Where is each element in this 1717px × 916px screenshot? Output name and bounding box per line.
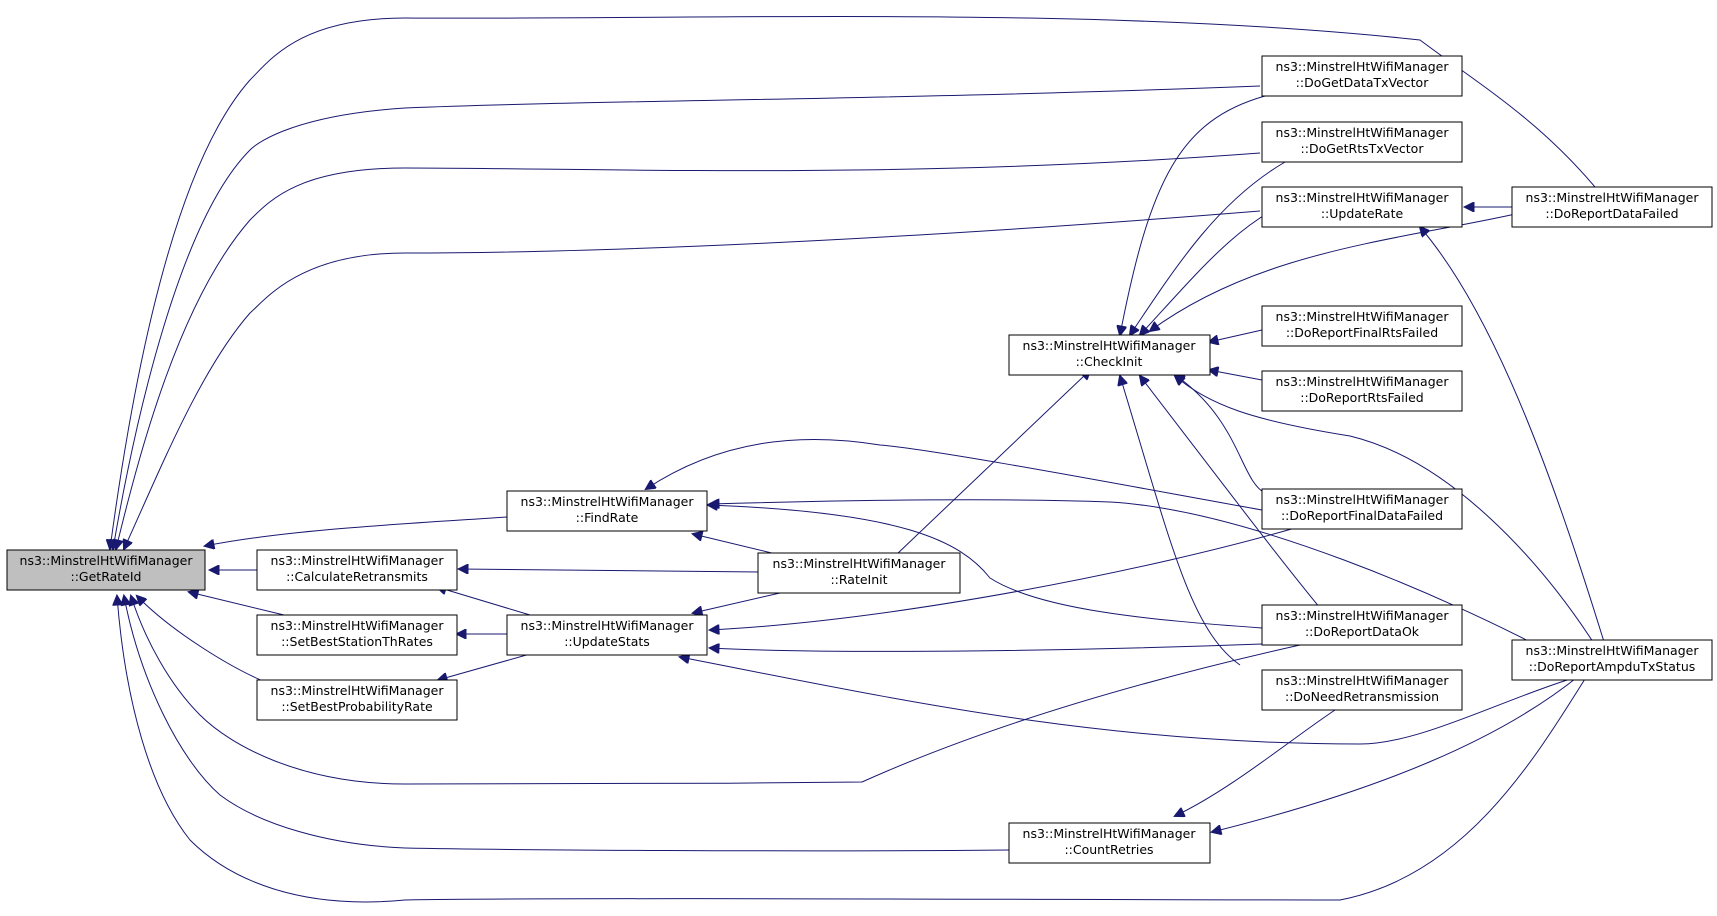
node-doreportfinaldatafailed[interactable]: ns3::MinstrelHtWifiManager ::DoReportFin… [1261,488,1463,530]
edge-doreportfinaldatafailed-checkinit [1175,375,1266,494]
svg-text:ns3::MinstrelHtWifiManager: ns3::MinstrelHtWifiManager [773,556,947,571]
svg-text:::SetBestStationThRates: ::SetBestStationThRates [281,634,433,649]
node-setbestprobabilityrate[interactable]: ns3::MinstrelHtWifiManager ::SetBestProb… [256,679,458,721]
edge-doneedretransmission-countretries [1175,709,1336,816]
svg-text:ns3::MinstrelHtWifiManager: ns3::MinstrelHtWifiManager [1023,338,1197,353]
node-calculateretransmits[interactable]: ns3::MinstrelHtWifiManager ::CalculateRe… [256,549,458,591]
svg-text:::DoReportFinalDataFailed: ::DoReportFinalDataFailed [1281,508,1443,523]
svg-text:ns3::MinstrelHtWifiManager: ns3::MinstrelHtWifiManager [1526,643,1700,658]
svg-text:ns3::MinstrelHtWifiManager: ns3::MinstrelHtWifiManager [1276,673,1450,688]
svg-text:ns3::MinstrelHtWifiManager: ns3::MinstrelHtWifiManager [521,494,695,509]
svg-text:::UpdateRate: ::UpdateRate [1321,206,1404,221]
svg-text:::DoReportFinalRtsFailed: ::DoReportFinalRtsFailed [1286,325,1438,340]
node-doreportrtsfailed[interactable]: ns3::MinstrelHtWifiManager ::DoReportRts… [1261,370,1463,412]
svg-text:::FindRate: ::FindRate [576,510,639,525]
edge-findrate-getrateid [205,516,508,546]
svg-text:ns3::MinstrelHtWifiManager: ns3::MinstrelHtWifiManager [1276,309,1450,324]
svg-text:ns3::MinstrelHtWifiManager: ns3::MinstrelHtWifiManager [271,618,445,633]
edge-updaterate-getrateid [124,210,1261,549]
node-doreportdatafailed[interactable]: ns3::MinstrelHtWifiManager ::DoReportDat… [1511,186,1713,228]
svg-text:ns3::MinstrelHtWifiManager: ns3::MinstrelHtWifiManager [1526,190,1700,205]
svg-text:::DoReportRtsFailed: ::DoReportRtsFailed [1300,390,1424,405]
edge-doreportfinaldatafailed-updatestats [710,527,1296,630]
node-doreportampdutxstatus[interactable]: ns3::MinstrelHtWifiManager ::DoReportAmp… [1511,639,1713,681]
edge-setbestprobabilityrate-getrateid [137,596,271,685]
svg-text:::DoNeedRetransmission: ::DoNeedRetransmission [1285,689,1439,704]
node-updaterate[interactable]: ns3::MinstrelHtWifiManager ::UpdateRate [1261,186,1463,228]
edge-doreportdatafailed-checkinit [1150,212,1521,331]
svg-text:ns3::MinstrelHtWifiManager: ns3::MinstrelHtWifiManager [1023,826,1197,841]
edge-doreportfinaldatafailed-findrate [646,439,1263,511]
edge-updatestats-calculateretransmits [437,587,531,616]
svg-text:ns3::MinstrelHtWifiManager: ns3::MinstrelHtWifiManager [1276,374,1450,389]
node-getrateid[interactable]: ns3::MinstrelHtWifiManager ::GetRateId [6,549,206,591]
node-doreportdataok[interactable]: ns3::MinstrelHtWifiManager ::DoReportDat… [1261,604,1463,646]
svg-text:::CalculateRetransmits: ::CalculateRetransmits [286,569,428,584]
svg-text:::DoReportAmpduTxStatus: ::DoReportAmpduTxStatus [1529,659,1696,674]
edge-doreportdataok-getrateid [131,596,1301,785]
edge-dogetrtstxvector-checkinit [1130,161,1286,335]
edge-doreportfinalrtsfailed-checkinit [1209,329,1263,342]
svg-text:::CheckInit: ::CheckInit [1076,354,1143,369]
svg-text:ns3::MinstrelHtWifiManager: ns3::MinstrelHtWifiManager [1276,608,1450,623]
svg-text:ns3::MinstrelHtWifiManager: ns3::MinstrelHtWifiManager [20,553,194,568]
node-dogetdatatxvector[interactable]: ns3::MinstrelHtWifiManager ::DoGetDataTx… [1261,55,1463,97]
edge-rateinit-updatestats [693,592,781,613]
svg-text:::SetBestProbabilityRate: ::SetBestProbabilityRate [281,699,433,714]
edge-doreportdataok-findrate [708,505,1263,629]
edge-countretries-getrateid [124,596,1011,852]
svg-text:ns3::MinstrelHtWifiManager: ns3::MinstrelHtWifiManager [1276,125,1450,140]
edge-dogetrtstxvector-getrateid [116,152,1261,549]
edge-doreportampdutxstatus-findrate [710,500,1543,649]
node-checkinit[interactable]: ns3::MinstrelHtWifiManager ::CheckInit [1008,334,1211,376]
edge-setbeststationthrates-getrateid [189,592,285,616]
node-countretries[interactable]: ns3::MinstrelHtWifiManager ::CountRetrie… [1008,822,1211,864]
nodes: ns3::MinstrelHtWifiManager ::GetRateId n… [6,55,1713,864]
edge-doreportampdutxstatus-checkinit [1175,376,1596,646]
node-rateinit[interactable]: ns3::MinstrelHtWifiManager ::RateInit [757,552,961,594]
edge-rateinit-calculateretransmits [459,569,761,572]
svg-text:::DoGetDataTxVector: ::DoGetDataTxVector [1296,75,1430,90]
svg-text:::DoReportDataFailed: ::DoReportDataFailed [1545,206,1678,221]
svg-text:::GetRateId: ::GetRateId [71,569,142,584]
node-setbeststationthrates[interactable]: ns3::MinstrelHtWifiManager ::SetBestStat… [256,614,458,656]
edge-doreportampdutxstatus-getrateid [117,596,1596,903]
svg-text:::CountRetries: ::CountRetries [1064,842,1153,857]
edge-doreportdataok-checkinit [1140,376,1331,621]
svg-text:::UpdateStats: ::UpdateStats [564,634,650,649]
svg-text:::DoReportDataOk: ::DoReportDataOk [1305,624,1420,639]
edge-rateinit-checkinit [895,370,1090,556]
edge-dogetdatatxvector-getrateid [113,85,1261,549]
edge-dogetdatatxvector-checkinit [1120,95,1266,335]
edge-doreportdatafailed-getrateid [110,15,1601,549]
svg-text:ns3::MinstrelHtWifiManager: ns3::MinstrelHtWifiManager [271,553,445,568]
node-dogetrtstxvector[interactable]: ns3::MinstrelHtWifiManager ::DoGetRtsTxV… [1261,121,1463,163]
svg-text:::DoGetRtsTxVector: ::DoGetRtsTxVector [1301,141,1425,156]
svg-text:ns3::MinstrelHtWifiManager: ns3::MinstrelHtWifiManager [521,618,695,633]
svg-text:ns3::MinstrelHtWifiManager: ns3::MinstrelHtWifiManager [271,683,445,698]
edge-doneedretransmission-checkinit [1120,376,1241,666]
node-doneedretransmission[interactable]: ns3::MinstrelHtWifiManager ::DoNeedRetra… [1261,669,1463,711]
edge-rateinit-findrate [693,534,781,556]
node-updatestats[interactable]: ns3::MinstrelHtWifiManager ::UpdateStats [506,614,708,656]
node-doreportfinalrtsfailed[interactable]: ns3::MinstrelHtWifiManager ::DoReportFin… [1261,305,1463,347]
svg-text:ns3::MinstrelHtWifiManager: ns3::MinstrelHtWifiManager [1276,190,1450,205]
node-findrate[interactable]: ns3::MinstrelHtWifiManager ::FindRate [506,490,708,532]
edge-doreportampdutxstatus-updaterate [1420,227,1606,646]
edges [110,15,1606,903]
svg-text:::RateInit: ::RateInit [830,572,887,587]
svg-text:ns3::MinstrelHtWifiManager: ns3::MinstrelHtWifiManager [1276,59,1450,74]
edge-doreportrtsfailed-checkinit [1209,370,1263,381]
edge-updatestats-setbestprobabilityrate [438,653,531,680]
edge-doreportdataok-updatestats [710,644,1263,651]
edge-doreportampdutxstatus-updatestats [680,657,1581,745]
edge-doreportampdutxstatus-countretries [1212,674,1581,832]
svg-text:ns3::MinstrelHtWifiManager: ns3::MinstrelHtWifiManager [1276,492,1450,507]
